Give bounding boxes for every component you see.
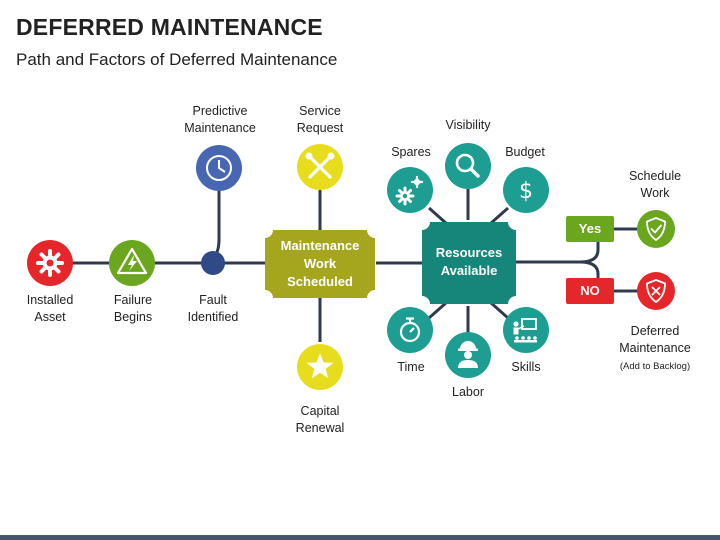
resources-available-label: Resources Available xyxy=(435,245,503,278)
maintenance-work-scheduled-box xyxy=(265,230,375,298)
skills-node xyxy=(503,307,549,353)
capital-renewal-node xyxy=(297,344,343,390)
warning-icon xyxy=(116,247,148,275)
capital-renewal-label: Capital Renewal xyxy=(295,404,345,435)
dollar-icon: $ xyxy=(519,179,533,204)
labor-node xyxy=(445,332,491,378)
skills-label: Skills xyxy=(511,360,541,374)
fault-identified-label: Fault Identified xyxy=(187,293,239,324)
visibility-label: Visibility xyxy=(445,118,491,132)
yes-label: Yes xyxy=(578,221,602,236)
deferred-maintenance-label-group: Deferred Maintenance (Add to Backlog) xyxy=(619,323,691,375)
magnifier-icon xyxy=(455,153,480,178)
presentation-icon xyxy=(513,318,537,343)
schedule-work-node xyxy=(637,210,675,248)
budget-node: $ xyxy=(503,167,549,213)
failure-begins-label: Failure Begins xyxy=(113,293,153,324)
shield-x-icon xyxy=(646,279,666,303)
deferred-maintenance-note: (Add to Backlog) xyxy=(619,361,691,372)
deferred-maintenance-label: Deferred Maintenance xyxy=(619,324,691,355)
installed-asset-label: Installed Asset xyxy=(26,293,74,324)
fault-identified-node xyxy=(201,251,225,275)
clock-icon xyxy=(206,155,232,181)
budget-label: Budget xyxy=(505,145,545,159)
service-request-node xyxy=(297,144,343,190)
stopwatch-icon xyxy=(399,317,421,343)
worker-icon xyxy=(458,341,478,368)
installed-asset-node xyxy=(27,240,73,286)
spares-node xyxy=(387,167,433,213)
resources-available-box xyxy=(422,222,516,304)
no-label: NO xyxy=(580,283,600,298)
visibility-node xyxy=(445,143,491,189)
page-subtitle: Path and Factors of Deferred Maintenance xyxy=(16,50,338,69)
shield-check-icon xyxy=(646,217,666,241)
page-title: DEFERRED MAINTENANCE xyxy=(16,14,323,40)
tools-icon xyxy=(308,155,332,179)
failure-begins-node xyxy=(109,240,155,286)
predictive-maintenance-label: Predictive Maintenance xyxy=(184,104,256,135)
time-label: Time xyxy=(397,360,425,374)
labor-label: Labor xyxy=(452,385,484,399)
maintenance-work-scheduled-label: Maintenance Work Scheduled xyxy=(280,238,360,289)
yes-box xyxy=(566,216,614,242)
connectors xyxy=(50,189,640,342)
spares-label: Spares xyxy=(391,145,431,159)
time-node xyxy=(387,307,433,353)
deferred-maintenance-node xyxy=(637,272,675,310)
star-icon xyxy=(306,353,334,379)
bottom-bar xyxy=(0,535,720,540)
predictive-maintenance-node xyxy=(196,145,242,191)
no-box xyxy=(566,278,614,304)
service-request-label: Service Request xyxy=(296,104,344,135)
schedule-work-label: Schedule Work xyxy=(628,169,682,200)
